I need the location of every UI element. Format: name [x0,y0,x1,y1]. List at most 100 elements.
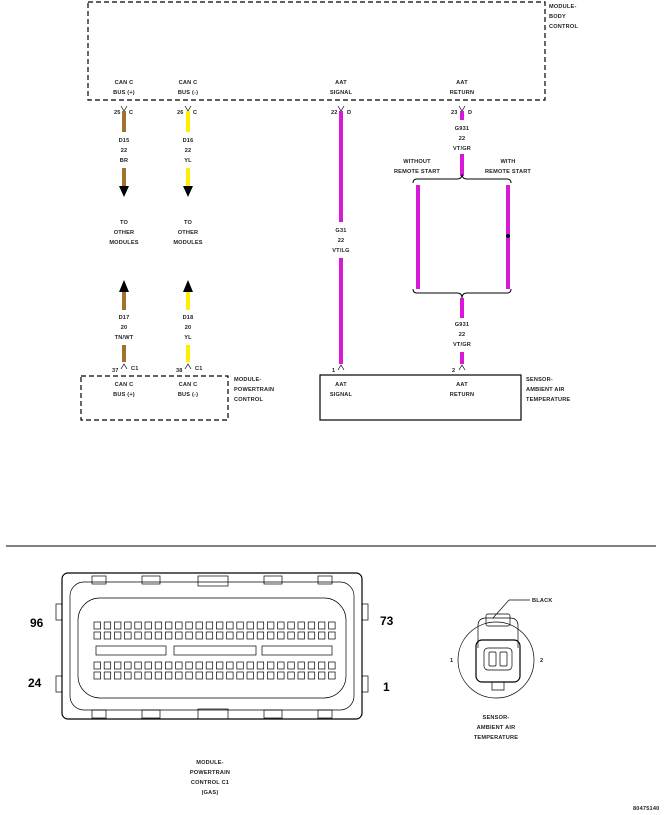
sensor-pin-label: AAT [335,382,347,388]
connector-key [173,645,257,656]
connector-pin-cavity [297,621,305,630]
connector-pin-cavity [114,671,122,680]
bcm-pin-conn: D [347,110,351,116]
sensor-connector-caption: AMBIENT AIR [477,725,516,731]
splice-dot [506,234,510,238]
sensor-connector-body [475,639,521,683]
sensor-title-3: TEMPERATURE [526,397,570,403]
arrow-up-icon [119,280,129,292]
bcm-pin-label: AAT [335,80,347,86]
connector-pin-cavity [134,661,142,670]
connector-cavity [77,597,347,699]
pcm-connector-pin-96: 96 [30,616,44,630]
pcm-outline [80,375,229,421]
wire-d17-color: TN/WT [115,335,134,341]
sensor-title-2: AMBIENT AIR [526,387,565,393]
connector-pin-cavity [185,661,193,670]
bcm-pin-number: 23 [451,110,458,116]
arrow-down-icon [183,186,193,197]
sensor-title-1: SENSOR- [526,377,553,383]
pcm-pin-conn: C1 [131,366,139,372]
connector-pin-cavity [328,661,336,670]
connector-pin-cavity [154,671,163,680]
connector-pin-cavity [256,631,265,640]
wire-d18-color: YL [184,335,192,341]
connector-pin-cavity [226,631,234,640]
connector-pin-cavity [307,621,316,630]
pcm-connector-pin-24: 24 [28,676,42,690]
connector-pin-cavity [328,621,336,630]
bcm-title-3: CONTROL [549,24,578,30]
sensor-pin-label: AAT [456,382,468,388]
sensor-pin-label: RETURN [450,392,475,398]
connector-pin-cavity [277,631,285,640]
bcm-terminals [120,105,466,112]
connector-pin-cavity [287,621,295,630]
connector-pin-cavity [165,631,173,640]
option-label-with: REMOTE START [485,169,531,175]
sensor-connector-caption: SENSOR- [483,715,510,721]
connector-pin-cavity [134,671,142,680]
bcm-title-2: BODY [549,14,566,20]
connector-pin-cavity [154,631,163,640]
connector-pin-cavity [175,621,183,630]
connector-pin-cavity [154,661,163,670]
sensor-connector-face: BLACK 1 2 SENSOR- AMBIENT AIR TEMPERATUR… [450,598,552,741]
pcm-pin-label: BUS (-) [178,392,198,398]
bcm-pin-label: RETURN [450,90,475,96]
bcm-pin-label: SIGNAL [330,90,353,96]
connector-pin-cavity [297,661,305,670]
bcm-pin-conn: C [129,110,133,116]
connector-pin-cavity [297,631,305,640]
connector-pin-cavity [246,671,254,680]
connector-pin-cavity [103,631,112,640]
bcm-pin-number: 22 [331,110,338,116]
connector-pin-cavity [144,621,152,630]
connector-pin-cavity [144,631,152,640]
bcm-outline [87,1,546,101]
connector-pin-cavity [93,671,101,680]
pcm-pin-label: CAN C [115,382,134,388]
connector-pin-cavity [103,621,112,630]
sensor-connector-pin-2: 2 [540,658,543,664]
powertrain-control-module: 37 C1 38 C1 CAN C BUS (+) CAN C BUS (-) … [80,366,274,421]
connector-pin-cavity [185,621,193,630]
sensor-pin-number: 1 [332,368,335,374]
option-brace-bottom [412,288,512,299]
connector-pin-cavity [226,661,234,670]
option-label-without: REMOTE START [394,169,440,175]
to-other-modules-label: MODULES [109,240,138,246]
connector-pin-cavity [93,631,101,640]
figure-id: 80475140 [633,806,660,812]
connector-pin-cavity [236,631,244,640]
connector-pin-cavity [205,621,214,630]
connector-pin-cavity [114,621,122,630]
bcm-pin-label: AAT [456,80,468,86]
wire-g31-id: G31 [335,228,346,234]
wire-g31-color: VT/LG [332,248,349,254]
wire-g931-id: G931 [455,126,469,132]
to-other-modules-label: OTHER [114,230,135,236]
connector-pin-cavity [246,631,254,640]
connector-pin-cavity [287,661,295,670]
pcm-title-1: MODULE- [234,377,262,383]
can-bus-plus-wiring: D15 22 BR TO OTHER MODULES D17 20 TN/WT [109,111,139,370]
connector-pin-cavity [236,671,244,680]
connector-pin-cavity [318,631,326,640]
connector-pin-cavity [318,621,326,630]
connector-pin-cavity [318,671,326,680]
wire-d17-gauge: 20 [121,325,128,331]
wire-g31-gauge: 22 [338,238,345,244]
connector-pin-cavity [318,661,326,670]
body-control-module: MODULE- BODY CONTROL CAN C BUS (+) CAN C… [87,1,578,116]
connector-pin-cavity [134,621,142,630]
connector-pin-cavity [216,621,224,630]
wire-d16-color: YL [184,158,192,164]
connector-pin-cavity [185,671,193,680]
aat-signal-wiring: G31 22 VT/LG [332,111,350,371]
pcm-connector-caption: POWERTRAIN [190,770,230,776]
connector-pin-cavity [175,631,183,640]
connector-pin-cavity [277,661,285,670]
connector-pin-cavity [103,661,112,670]
